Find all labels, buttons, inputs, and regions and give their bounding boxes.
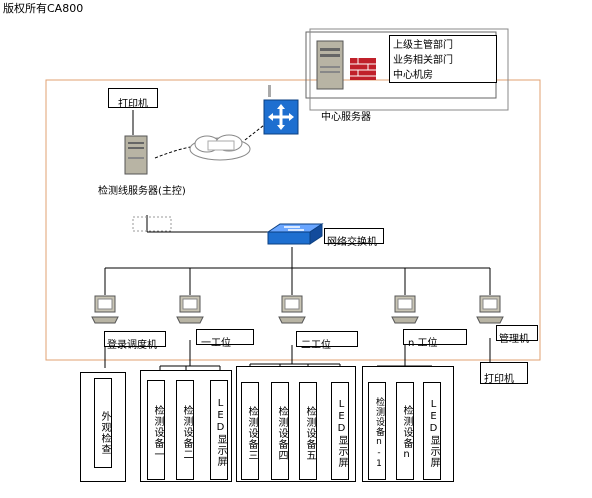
device-label: LED显示屏 [428, 398, 439, 468]
workstation-icon [475, 295, 505, 331]
router-icon [262, 98, 302, 142]
device-2: 检测设备二 [176, 380, 194, 480]
top-panel-list: 上级主管部门 业务相关部门 中心机房 [389, 35, 497, 83]
device-label: 外观检查 [99, 411, 110, 455]
device-n-1: 检测设备n-1 [368, 382, 386, 480]
workstation-label: n 工位 [408, 338, 438, 349]
workstation-icon [390, 295, 420, 331]
device-label: LED显示屏 [215, 397, 226, 467]
workstation-icon [175, 295, 205, 331]
cloud-icon [185, 132, 255, 168]
printer-bottom-box: 打印机 [480, 362, 528, 385]
device-4: 检测设备四 [271, 382, 289, 480]
device-5: 检测设备五 [299, 382, 317, 480]
test-server-label: 检测线服务器(主控) [98, 186, 186, 197]
workstation-label: 一工位 [201, 338, 231, 349]
device-3: 检测设备三 [241, 382, 259, 480]
workstation-icon [90, 295, 120, 331]
device-label: LED显示屏 [336, 398, 347, 468]
device-label: 检测设备n [401, 405, 412, 461]
device-label: 检测设备五 [304, 405, 315, 461]
server-rack-icon [316, 40, 346, 96]
top-panel-item: 上级主管部门 [393, 40, 453, 51]
device-n: 检测设备n [396, 382, 414, 480]
device-led-3: LED显示屏 [423, 382, 441, 480]
device-led-1: LED显示屏 [210, 380, 228, 480]
workstation-label-box: 登录调度机 [104, 331, 166, 351]
device-label: 检测设备三 [246, 405, 257, 461]
top-panel-item: 中心机房 [393, 70, 433, 81]
workstation-label-box: 一工位 [196, 329, 254, 349]
test-server-icon [124, 135, 150, 181]
switch-icon [266, 222, 324, 252]
watermark: 版权所有CA800 [3, 2, 84, 15]
network-boundary [45, 79, 541, 361]
device-label: 检测设备四 [276, 405, 287, 461]
workstation-label: 二工位 [301, 340, 331, 351]
workstation-label-box: 二工位 [296, 331, 358, 351]
device-led-2: LED显示屏 [331, 382, 349, 480]
device-label: 检测设备一 [152, 404, 163, 460]
switch-label-box: 网络交换机 [324, 228, 384, 248]
switch-label: 网络交换机 [327, 237, 377, 248]
device-1: 检测设备一 [147, 380, 165, 480]
top-panel-item: 业务相关部门 [393, 55, 453, 66]
device-label: 检测设备二 [181, 404, 192, 460]
printer-bottom-label: 打印机 [484, 374, 514, 385]
firewall-icon [350, 58, 378, 86]
antenna-icon [268, 85, 271, 97]
top-panel-frame [309, 28, 509, 111]
workstation-icon [277, 295, 307, 331]
printer-top-label: 打印机 [118, 99, 148, 110]
workstation-label: 管理机 [499, 334, 529, 345]
workstation-label-box: 管理机 [496, 325, 538, 345]
device-label: 检测设备n-1 [374, 396, 384, 470]
printer-top-label-box: 打印机 [108, 88, 158, 110]
center-server-label: 中心服务器 [321, 112, 371, 123]
device-external: 外观检查 [94, 378, 112, 468]
workstation-label-box: n 工位 [403, 329, 467, 349]
workstation-label: 登录调度机 [107, 340, 157, 351]
